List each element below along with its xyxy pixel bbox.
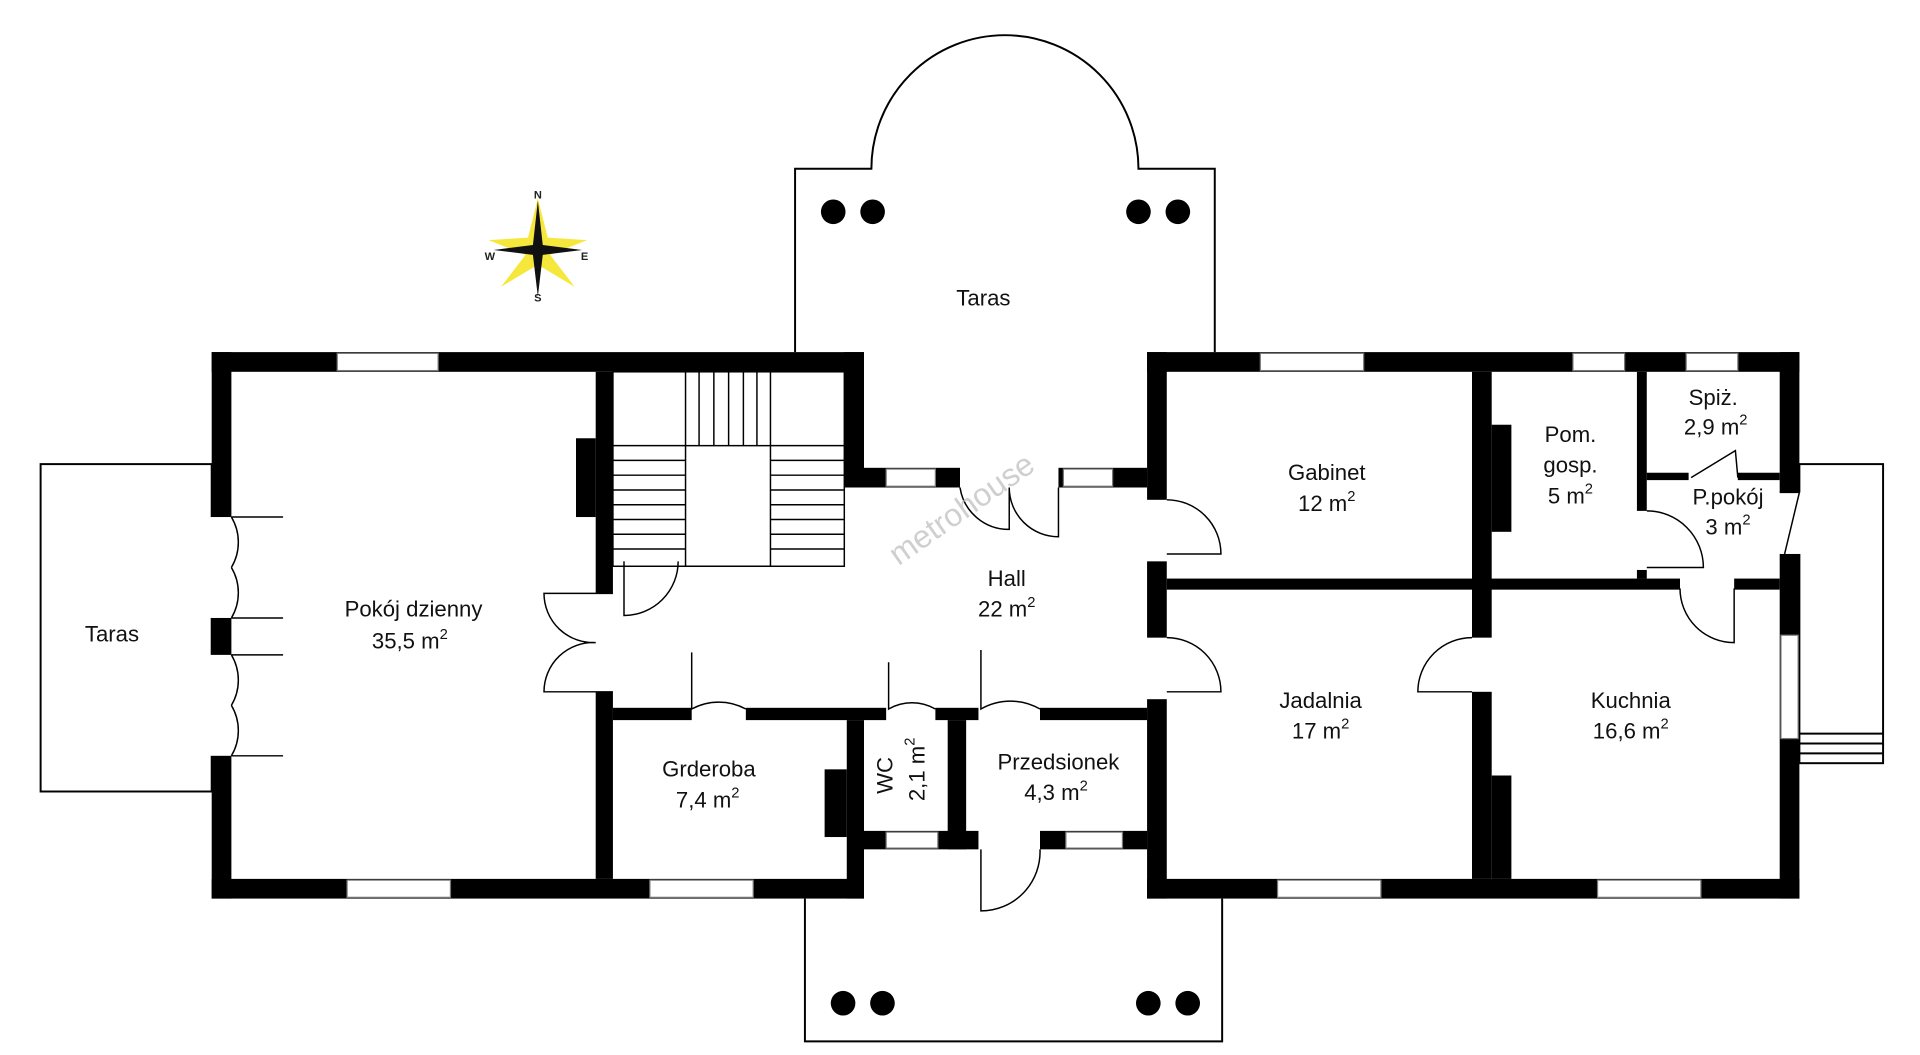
openings [210,466,1801,851]
room-area-spiz: 2,9 m2 [1684,413,1748,440]
room-area-grderoba: 7,4 m2 [676,786,740,813]
room-label-p-pokoj: P.pokój [1693,485,1764,510]
room-label-przedsionek: Przedsionek [998,749,1121,774]
north-terrace-outline [794,34,1216,353]
windows [336,352,1799,898]
room-label-wc: WC [872,757,897,794]
compass-rose-icon: N E S W [485,189,589,304]
room-area-hall: 22 m2 [978,595,1035,622]
east-steps [1799,732,1884,755]
watermark: metrohouse [882,446,1041,572]
room-area-pom-gosp: 5 m2 [1548,482,1593,509]
room-label-kuchnia: Kuchnia [1591,688,1672,713]
room-label-pom-gosp-2: gosp. [1543,453,1597,478]
room-label-spiz: Spiż. [1689,385,1738,410]
compass-n: N [534,189,542,201]
room-label-grderoba: Grderoba [662,757,756,782]
south-terrace-outline [803,898,1224,1043]
room-label-taras-west: Taras [85,621,139,646]
room-label-hall: Hall [988,566,1026,591]
room-label-gabinet: Gabinet [1288,460,1366,485]
east-terrace-outline [1798,463,1885,765]
room-area-gabinet: 12 m2 [1298,489,1355,516]
door-swings [230,449,1801,912]
room-area-przedsionek: 4,3 m2 [1024,778,1088,805]
room-label-pokoj-dzienny: Pokój dzienny [345,597,484,622]
room-area-kuchnia: 16,6 m2 [1593,717,1669,744]
room-label-pom-gosp: Pom. [1545,422,1597,447]
columns [820,199,1200,1016]
room-label-jadalnia: Jadalnia [1279,688,1362,713]
room-label-taras-north: Taras [956,285,1010,310]
room-area-p-pokoj: 3 m2 [1705,512,1750,539]
room-area-wc: 2,1 m2 [902,738,929,802]
room-area-pokoj-dzienny: 35,5 m2 [372,627,448,654]
room-area-jadalnia: 17 m2 [1292,717,1349,744]
staircase [612,371,846,568]
compass-w: W [485,251,496,263]
compass-s: S [534,293,541,305]
compass-e: E [581,251,588,263]
